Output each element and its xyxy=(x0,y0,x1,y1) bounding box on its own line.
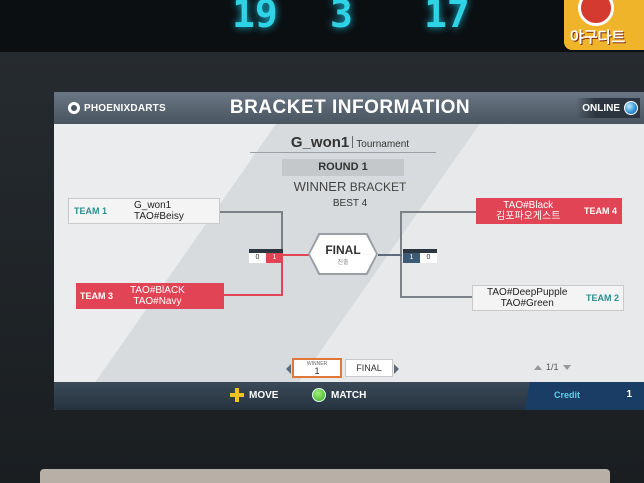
page-indicator: 1/1 xyxy=(546,362,559,372)
score-left-team3: 1 xyxy=(266,253,283,263)
team-2-player-2: TAO#Green xyxy=(500,298,554,309)
screen-header: PHOENIXDARTS BRACKET INFORMATION ONLINE xyxy=(54,92,644,124)
tab-winner-value: 1 xyxy=(314,366,320,376)
team-2-player-1: TAO#DeepPupple xyxy=(487,287,568,298)
team-3-player-1: TAO#BlACK xyxy=(130,285,185,296)
tournament-name: G_won1 xyxy=(290,134,350,151)
team-1-player-2: TAO#Beisy xyxy=(134,211,184,222)
team-3-card[interactable]: TEAM 3 TAO#BlACK TAO#Navy xyxy=(76,283,224,309)
final-label: FINAL xyxy=(325,243,361,257)
bracket-line-left-vertical-bottom xyxy=(281,255,283,296)
bracket-line-team4 xyxy=(400,211,476,213)
page-down-icon[interactable] xyxy=(562,364,571,370)
credit-value: 1 xyxy=(626,389,632,400)
team-1-players: G_won1 TAO#Beisy xyxy=(134,200,184,222)
score-right-team2: 0 xyxy=(420,253,437,263)
phoenix-logo-icon xyxy=(68,102,80,114)
score-right-match: 1 0 xyxy=(403,249,437,263)
nav-next-arrow-icon[interactable] xyxy=(394,364,399,374)
final-sublabel: 진출 xyxy=(337,260,349,266)
score-left-header xyxy=(249,249,283,253)
led-score-right: 17 xyxy=(424,0,470,36)
brand-logo: PHOENIXDARTS xyxy=(68,102,166,114)
team-3-tag: TEAM 3 xyxy=(80,291,114,301)
controls-bar: MOVE MATCH Credit 1 xyxy=(54,382,644,410)
bracket-line-left-vertical-top xyxy=(281,211,283,253)
title-underline xyxy=(250,152,436,153)
tab-winner-bracket[interactable]: WINNER 1 xyxy=(292,358,342,378)
score-right-team4: 1 xyxy=(403,253,420,263)
team-3-players: TAO#BlACK TAO#Navy xyxy=(130,285,185,307)
dpad-icon xyxy=(230,388,244,402)
pager: 1/1 xyxy=(534,362,571,372)
move-label: MOVE xyxy=(249,389,279,401)
team-4-players: TAO#Black 김포파오게스트 xyxy=(496,200,560,222)
bracket-nav: WINNER 1 FINAL 1/1 xyxy=(54,358,644,380)
best-of-label: BEST 4 xyxy=(332,198,368,209)
title-separator xyxy=(352,136,354,148)
score-right-header xyxy=(403,249,437,253)
bracket-suffix: BRACKET xyxy=(349,180,407,194)
online-label: ONLINE xyxy=(582,102,620,114)
team-1-player-1: G_won1 xyxy=(134,200,172,211)
match-label: MATCH xyxy=(331,389,367,401)
team-4-player-1: TAO#Black xyxy=(503,200,554,211)
bracket-line-right-to-final xyxy=(378,254,402,256)
bracket-label: WINNER BRACKET xyxy=(54,179,644,194)
led-score-center: 3 xyxy=(330,0,353,36)
tournament-title: G_won1 Tournament xyxy=(54,134,644,152)
team-1-card[interactable]: TEAM 1 G_won1 TAO#Beisy xyxy=(68,198,220,224)
game-screen: PHOENIXDARTS BRACKET INFORMATION ONLINE … xyxy=(54,92,644,410)
team-4-card[interactable]: TAO#Black 김포파오게스트 TEAM 4 xyxy=(476,198,622,224)
match-control[interactable]: MATCH xyxy=(312,388,366,402)
cabinet-bottom-strip xyxy=(40,469,610,483)
green-button-icon xyxy=(312,388,326,402)
led-score-left: 19 xyxy=(232,0,278,36)
cabinet-logo-badge: 야구다트 xyxy=(564,0,644,50)
final-node[interactable]: FINAL 진출 xyxy=(310,235,376,273)
team-1-tag: TEAM 1 xyxy=(74,206,108,216)
score-left-match: 0 1 xyxy=(249,249,283,263)
dartboard-icon xyxy=(578,0,614,26)
page-title: BRACKET INFORMATION xyxy=(229,97,471,118)
score-left-team1: 0 xyxy=(249,253,266,263)
team-2-card[interactable]: TAO#DeepPupple TAO#Green TEAM 2 xyxy=(472,285,624,311)
globe-icon xyxy=(624,101,638,115)
cabinet-top: 19 3 17 야구다트 xyxy=(0,0,644,52)
badge-text: 야구다트 xyxy=(570,28,626,46)
nav-prev-arrow-icon[interactable] xyxy=(286,364,291,374)
page-up-icon[interactable] xyxy=(534,364,542,370)
credit-box: Credit 1 xyxy=(510,382,644,410)
bracket-line-left-to-final xyxy=(283,254,310,256)
bracket-line-team1 xyxy=(220,211,283,213)
bracket-prefix: WINNER xyxy=(293,179,347,194)
tab-winner-label: WINNER xyxy=(306,361,328,367)
team-2-tag: TEAM 2 xyxy=(585,293,619,303)
tournament-type: Tournament xyxy=(356,139,410,150)
bracket-line-team3 xyxy=(224,294,283,296)
credit-label: Credit xyxy=(554,390,581,400)
team-3-player-2: TAO#Navy xyxy=(133,296,182,307)
team-2-players: TAO#DeepPupple TAO#Green xyxy=(487,287,567,309)
team-4-tag: TEAM 4 xyxy=(583,206,617,216)
online-status: ONLINE xyxy=(576,98,640,118)
tab-final[interactable]: FINAL xyxy=(345,359,393,377)
round-label: ROUND 1 xyxy=(282,159,404,176)
team-4-player-2: 김포파오게스트 xyxy=(496,211,561,222)
brand-text: PHOENIXDARTS xyxy=(84,102,166,114)
move-control[interactable]: MOVE xyxy=(230,388,278,402)
bracket-line-team2 xyxy=(400,296,472,298)
